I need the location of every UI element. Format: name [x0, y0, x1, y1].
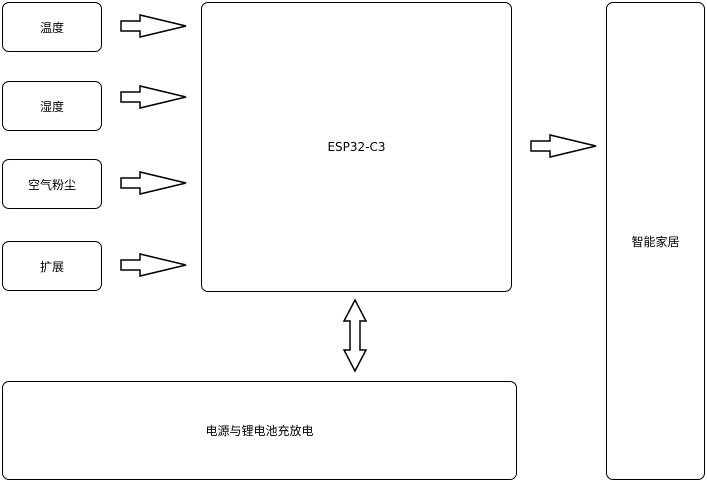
smart-home-box: 智能家居	[606, 2, 705, 480]
sensor-box-extension: 扩展	[2, 241, 102, 291]
sensor-label-extension: 扩展	[39, 259, 64, 274]
sensor-box-temperature: 温度	[2, 2, 102, 52]
arrow-mcu-power-bidirectional	[342, 298, 368, 373]
power-box: 电源与锂电池充放电	[2, 381, 517, 480]
mcu-label: ESP32-C3	[327, 140, 386, 154]
sensor-label-humidity: 湿度	[39, 99, 64, 114]
sensor-box-air-dust: 空气粉尘	[2, 159, 102, 209]
smart-home-label: 智能家居	[631, 234, 680, 249]
arrow-temperature-to-mcu	[120, 14, 187, 38]
sensor-label-air-dust: 空气粉尘	[27, 177, 76, 192]
mcu-box: ESP32-C3	[201, 2, 512, 292]
arrow-dust-to-mcu	[120, 171, 187, 195]
arrow-humidity-to-mcu	[120, 85, 187, 109]
power-label: 电源与锂电池充放电	[205, 424, 314, 438]
arrow-extension-to-mcu	[120, 253, 187, 277]
sensor-box-humidity: 湿度	[2, 81, 102, 131]
arrow-mcu-to-smart-home	[530, 134, 597, 158]
sensor-label-temperature: 温度	[39, 20, 64, 35]
